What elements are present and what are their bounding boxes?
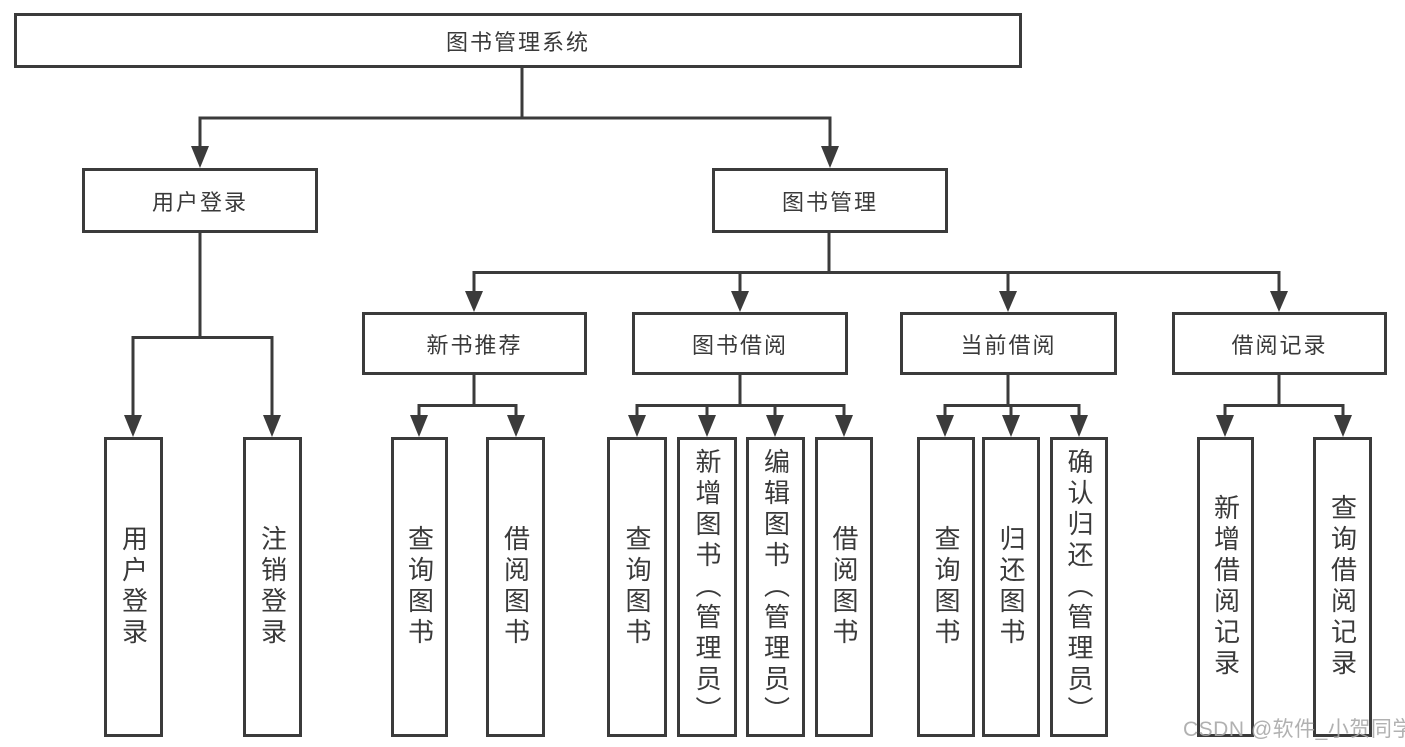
node-borrow-records: 借阅记录 (1172, 312, 1387, 375)
connector-root-to-level2 (191, 68, 839, 168)
leaf-add-books-admin: 新增图书（管理员） (677, 437, 737, 737)
connector-user-login-children (124, 233, 281, 437)
leaf-borrow-books: 借阅图书 (815, 437, 873, 737)
leaf-user-login: 用户登录 (104, 437, 163, 737)
connector-new-book-children (410, 375, 525, 437)
csdn-watermark: CSDN @软件_小贺同学 (1183, 718, 1405, 741)
node-current-borrow: 当前借阅 (900, 312, 1117, 375)
leaf-confirm-return-admin: 确认归还（管理员） (1050, 437, 1108, 737)
leaf-logout: 注销登录 (243, 437, 302, 737)
connector-current-borrow-children (936, 375, 1088, 437)
leaf-query-borrow-record: 查询借阅记录 (1313, 437, 1372, 737)
leaf-query-books-borrow: 查询图书 (607, 437, 667, 737)
connector-book-borrow-children (628, 375, 853, 437)
connector-borrow-records-children (1216, 375, 1352, 437)
leaf-query-books-recommend: 查询图书 (391, 437, 448, 737)
leaf-query-books-current: 查询图书 (917, 437, 975, 737)
node-user-login: 用户登录 (82, 168, 318, 233)
node-book-management: 图书管理 (712, 168, 948, 233)
leaf-borrow-books-recommend: 借阅图书 (486, 437, 545, 737)
leaf-edit-books-admin: 编辑图书（管理员） (746, 437, 805, 737)
node-new-book-recommend: 新书推荐 (362, 312, 587, 375)
node-library-management-system: 图书管理系统 (14, 13, 1022, 68)
leaf-add-borrow-record: 新增借阅记录 (1197, 437, 1254, 737)
connector-book-management-children (465, 233, 1288, 312)
leaf-return-books: 归还图书 (982, 437, 1040, 737)
node-book-borrow: 图书借阅 (632, 312, 848, 375)
